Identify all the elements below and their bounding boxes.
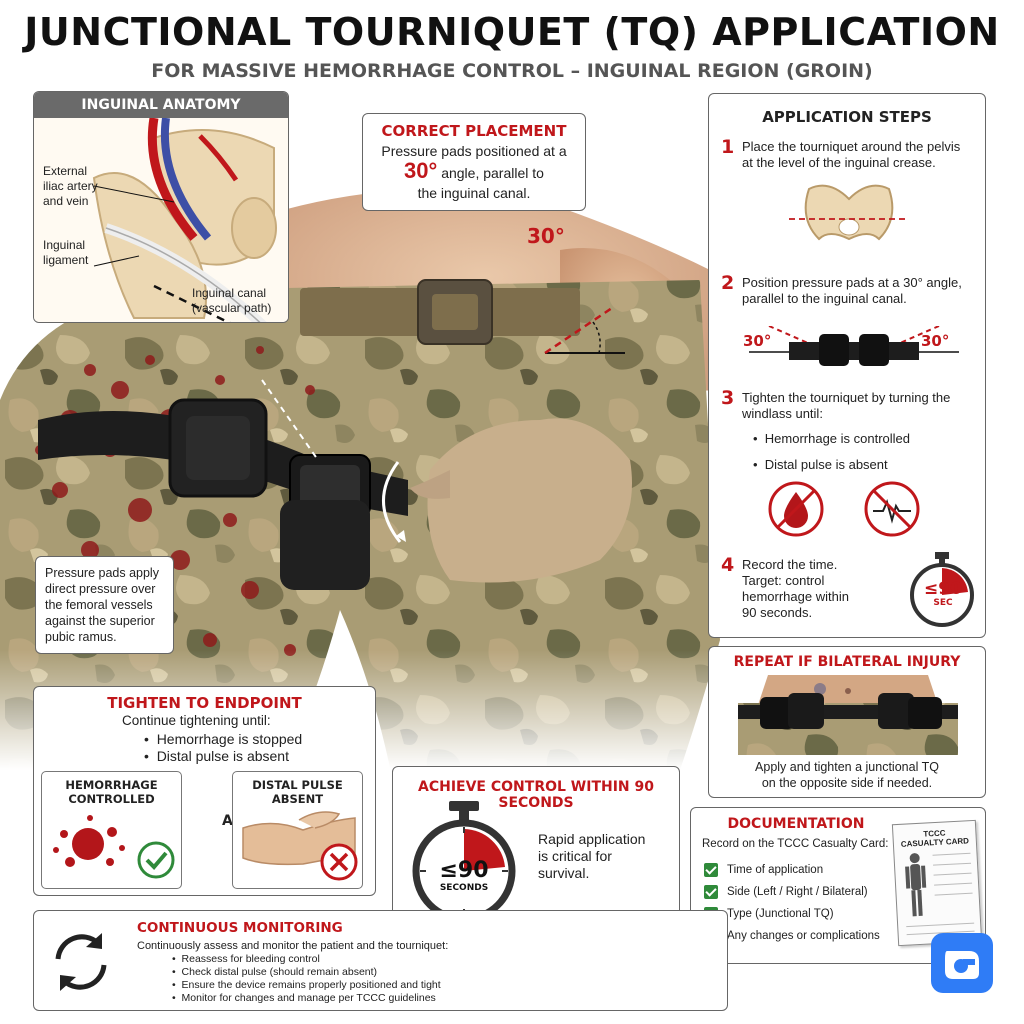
tighten-heading: TIGHTEN TO ENDPOINT bbox=[107, 694, 302, 712]
tighten-bullet-1: • Hemorrhage is stopped bbox=[144, 731, 303, 747]
check-icon bbox=[704, 885, 718, 899]
step-4-timer: ≤90 SEC bbox=[924, 579, 962, 608]
step-2-text: Position pressure pads at a 30° angle,pa… bbox=[742, 275, 962, 306]
placement-line1: Pressure pads positioned at a bbox=[381, 143, 567, 159]
monitoring-item-4: • Monitor for changes and manage per TCC… bbox=[172, 992, 436, 1004]
doc-item-time: Time of application bbox=[704, 863, 823, 877]
no-pulse-icon bbox=[864, 481, 920, 537]
monitoring-item-1: • Reassess for bleeding control bbox=[172, 953, 320, 965]
placement-angle-graphic bbox=[544, 306, 625, 355]
doc-item-side: Side (Left / Right / Bilateral) bbox=[704, 885, 868, 899]
step-2-angle-left: 30° bbox=[743, 332, 772, 350]
achieve-heading: ACHIEVE CONTROL WITHIN 90 SECONDS bbox=[418, 779, 654, 811]
step-3-number: 3 bbox=[721, 387, 735, 409]
monitoring-item-2: • Check distal pulse (should remain abse… bbox=[172, 966, 378, 978]
step-1-number: 1 bbox=[721, 136, 735, 158]
step-2-angle-right: 30° bbox=[921, 332, 950, 350]
anatomy-header: INGUINAL ANATOMY bbox=[34, 92, 288, 118]
app-logo-icon bbox=[945, 951, 979, 979]
step-3-bullet-1: • Hemorrhage is controlled bbox=[753, 431, 911, 446]
correct-placement-heading: CORRECT PLACEMENT bbox=[381, 122, 567, 140]
blood-splatter-icon bbox=[53, 815, 125, 867]
placement-line2: 30° angle, parallel to bbox=[404, 158, 544, 183]
tighten-bullet-2: • Distal pulse is absent bbox=[144, 748, 289, 764]
label-inguinal-canal: Inguinal canal(vascular path) bbox=[192, 286, 272, 315]
groin-tourniquet-illustration bbox=[0, 188, 720, 770]
tighten-endpoint-panel: TIGHTEN TO ENDPOINT Continue tightening … bbox=[33, 686, 376, 896]
pelvis-anatomy-illustration bbox=[34, 118, 288, 322]
pads-angle-icon bbox=[749, 326, 959, 366]
check-circle-icon bbox=[137, 841, 175, 879]
repeat-heading: REPEAT IF BILATERAL INJURY bbox=[733, 654, 961, 670]
correct-placement-panel: CORRECT PLACEMENT Pressure pads position… bbox=[362, 113, 586, 211]
steps-title: APPLICATION STEPS bbox=[762, 108, 932, 126]
page-title: JUNCTIONAL TOURNIQUET (TQ) APPLICATION bbox=[24, 10, 1000, 54]
documentation-heading: DOCUMENTATION bbox=[727, 816, 865, 832]
x-circle-icon bbox=[320, 843, 358, 881]
placement-line3: the inguinal canal. bbox=[417, 185, 531, 201]
pelvis-icon bbox=[789, 184, 909, 241]
step-4-number: 4 bbox=[721, 554, 735, 576]
placement-angle-label: 30° bbox=[527, 224, 565, 248]
achieve-control-panel: ACHIEVE CONTROL WITHIN 90 SECONDS ≤90 SE… bbox=[392, 766, 680, 929]
step-2-number: 2 bbox=[721, 272, 735, 294]
stopwatch-icon bbox=[412, 801, 516, 923]
repeat-bilateral-panel: REPEAT IF BILATERAL INJURY Apply and tig… bbox=[708, 646, 986, 798]
page-subtitle: FOR MASSIVE HEMORRHAGE CONTROL – INGUINA… bbox=[151, 60, 873, 82]
monitoring-item-3: • Ensure the device remains properly pos… bbox=[172, 979, 441, 991]
refresh-cycle-icon bbox=[55, 933, 107, 991]
tighten-lead: Continue tightening until: bbox=[122, 713, 271, 728]
body-silhouette-icon bbox=[905, 852, 975, 936]
monitoring-lead: Continuously assess and monitor the pati… bbox=[137, 940, 449, 952]
monitoring-heading: CONTINUOUS MONITORING bbox=[137, 920, 343, 936]
achieve-timer: ≤90 SECONDS bbox=[439, 858, 489, 894]
application-steps-panel: APPLICATION STEPS 1 Place the tourniquet… bbox=[708, 93, 986, 638]
stopwatch-icon bbox=[910, 552, 974, 627]
bilateral-tourniquet-illustration bbox=[738, 675, 958, 755]
documentation-lead: Record on the TCCC Casualty Card: bbox=[702, 838, 889, 850]
step-3-bullet-2: • Distal pulse is absent bbox=[753, 457, 888, 472]
app-launcher-icon[interactable] bbox=[931, 933, 993, 993]
doc-item-changes: Any changes or complications bbox=[704, 929, 880, 943]
no-bleeding-icon bbox=[768, 481, 824, 537]
check-icon bbox=[704, 863, 718, 877]
continuous-monitoring-panel: CONTINUOUS MONITORING Continuously asses… bbox=[33, 910, 728, 1011]
